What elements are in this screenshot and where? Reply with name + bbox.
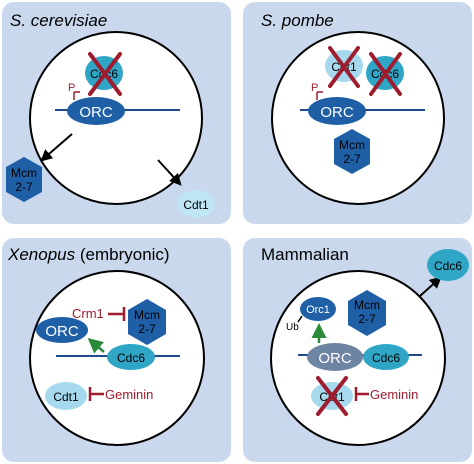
export-arrow-cdc6 xyxy=(419,276,442,297)
cdt1-protein xyxy=(45,382,87,410)
orc-complex xyxy=(308,97,366,125)
panel-s-pombe: S. pombe P ORC Cdt1 Cdc6 Mcm 2-7 xyxy=(243,2,472,224)
panel-mammalian: Mammalian Cdc6 Orc1 Ub Mcm 2-7 ORC Cdc6 … xyxy=(243,238,472,462)
cdc6-label: Cdc6 xyxy=(372,351,400,365)
degradation-x-mark xyxy=(88,52,122,96)
panel-title: Xenopus (embryonic) xyxy=(7,245,170,264)
phosphate-label: P xyxy=(68,82,75,94)
cdt1-protein xyxy=(177,190,215,218)
cdc6-exported xyxy=(427,249,469,281)
mcm-label-line1: Mcm xyxy=(134,308,160,322)
panel-s-cerevisiae: S. cerevisiae P ORC Cdc6 Mcm 2-7 Cdt1 xyxy=(2,2,231,224)
cdc6-label: Cdc6 xyxy=(117,351,145,365)
panel-title: S. cerevisiae xyxy=(10,11,107,30)
degradation-x-mark xyxy=(369,52,402,96)
phosphate-label: P xyxy=(311,82,318,94)
degradation-x-mark xyxy=(328,46,360,88)
panel-xenopus: Xenopus (embryonic) Mcm 2-7 Crm1 ORC Cdc… xyxy=(2,238,231,462)
orc-label: ORC xyxy=(79,104,113,121)
degradation-x-mark xyxy=(316,376,348,416)
mcm-label-line2: 2-7 xyxy=(138,322,156,336)
panel-title: Mammalian xyxy=(261,245,349,264)
geminin-label: Geminin xyxy=(105,387,153,402)
recruitment-arrow xyxy=(87,338,105,354)
mcm-hexagon xyxy=(6,157,42,202)
ubiquitin-label: Ub xyxy=(286,322,299,333)
ubiquitin-link xyxy=(297,315,303,323)
cdc6-protein xyxy=(107,344,155,370)
orc1-protein xyxy=(300,297,336,321)
mcm-label-line2: 2-7 xyxy=(358,312,376,326)
mcm-hexagon xyxy=(348,290,386,336)
orc-complex xyxy=(36,317,88,343)
cdc6-exported-label: Cdc6 xyxy=(434,259,462,273)
mcm-hexagon xyxy=(334,129,370,174)
crm1-label: Crm1 xyxy=(72,306,104,321)
mcm-label-line1: Mcm xyxy=(354,298,380,312)
cdt1-label: Cdt1 xyxy=(183,198,209,212)
export-arrow-cdt1 xyxy=(157,159,182,186)
cdt1-label: Cdt1 xyxy=(53,390,79,404)
panel-title: S. pombe xyxy=(261,11,334,30)
mcm-label-line2: 2-7 xyxy=(15,180,33,194)
orc1-label: Orc1 xyxy=(306,304,330,316)
cdc6-protein xyxy=(363,344,409,370)
orc-label: ORC xyxy=(45,323,79,340)
geminin-label: Geminin xyxy=(370,387,418,402)
mcm-label-line2: 2-7 xyxy=(343,152,361,166)
mcm-hexagon xyxy=(128,299,166,345)
orc-complex xyxy=(307,343,363,371)
mcm-label-line1: Mcm xyxy=(339,138,365,152)
mcm-label-line1: Mcm xyxy=(11,166,37,180)
export-arrow-mcm xyxy=(40,133,73,162)
orc-complex xyxy=(67,97,125,125)
orc-label: ORC xyxy=(318,350,352,367)
orc-label: ORC xyxy=(320,104,354,121)
